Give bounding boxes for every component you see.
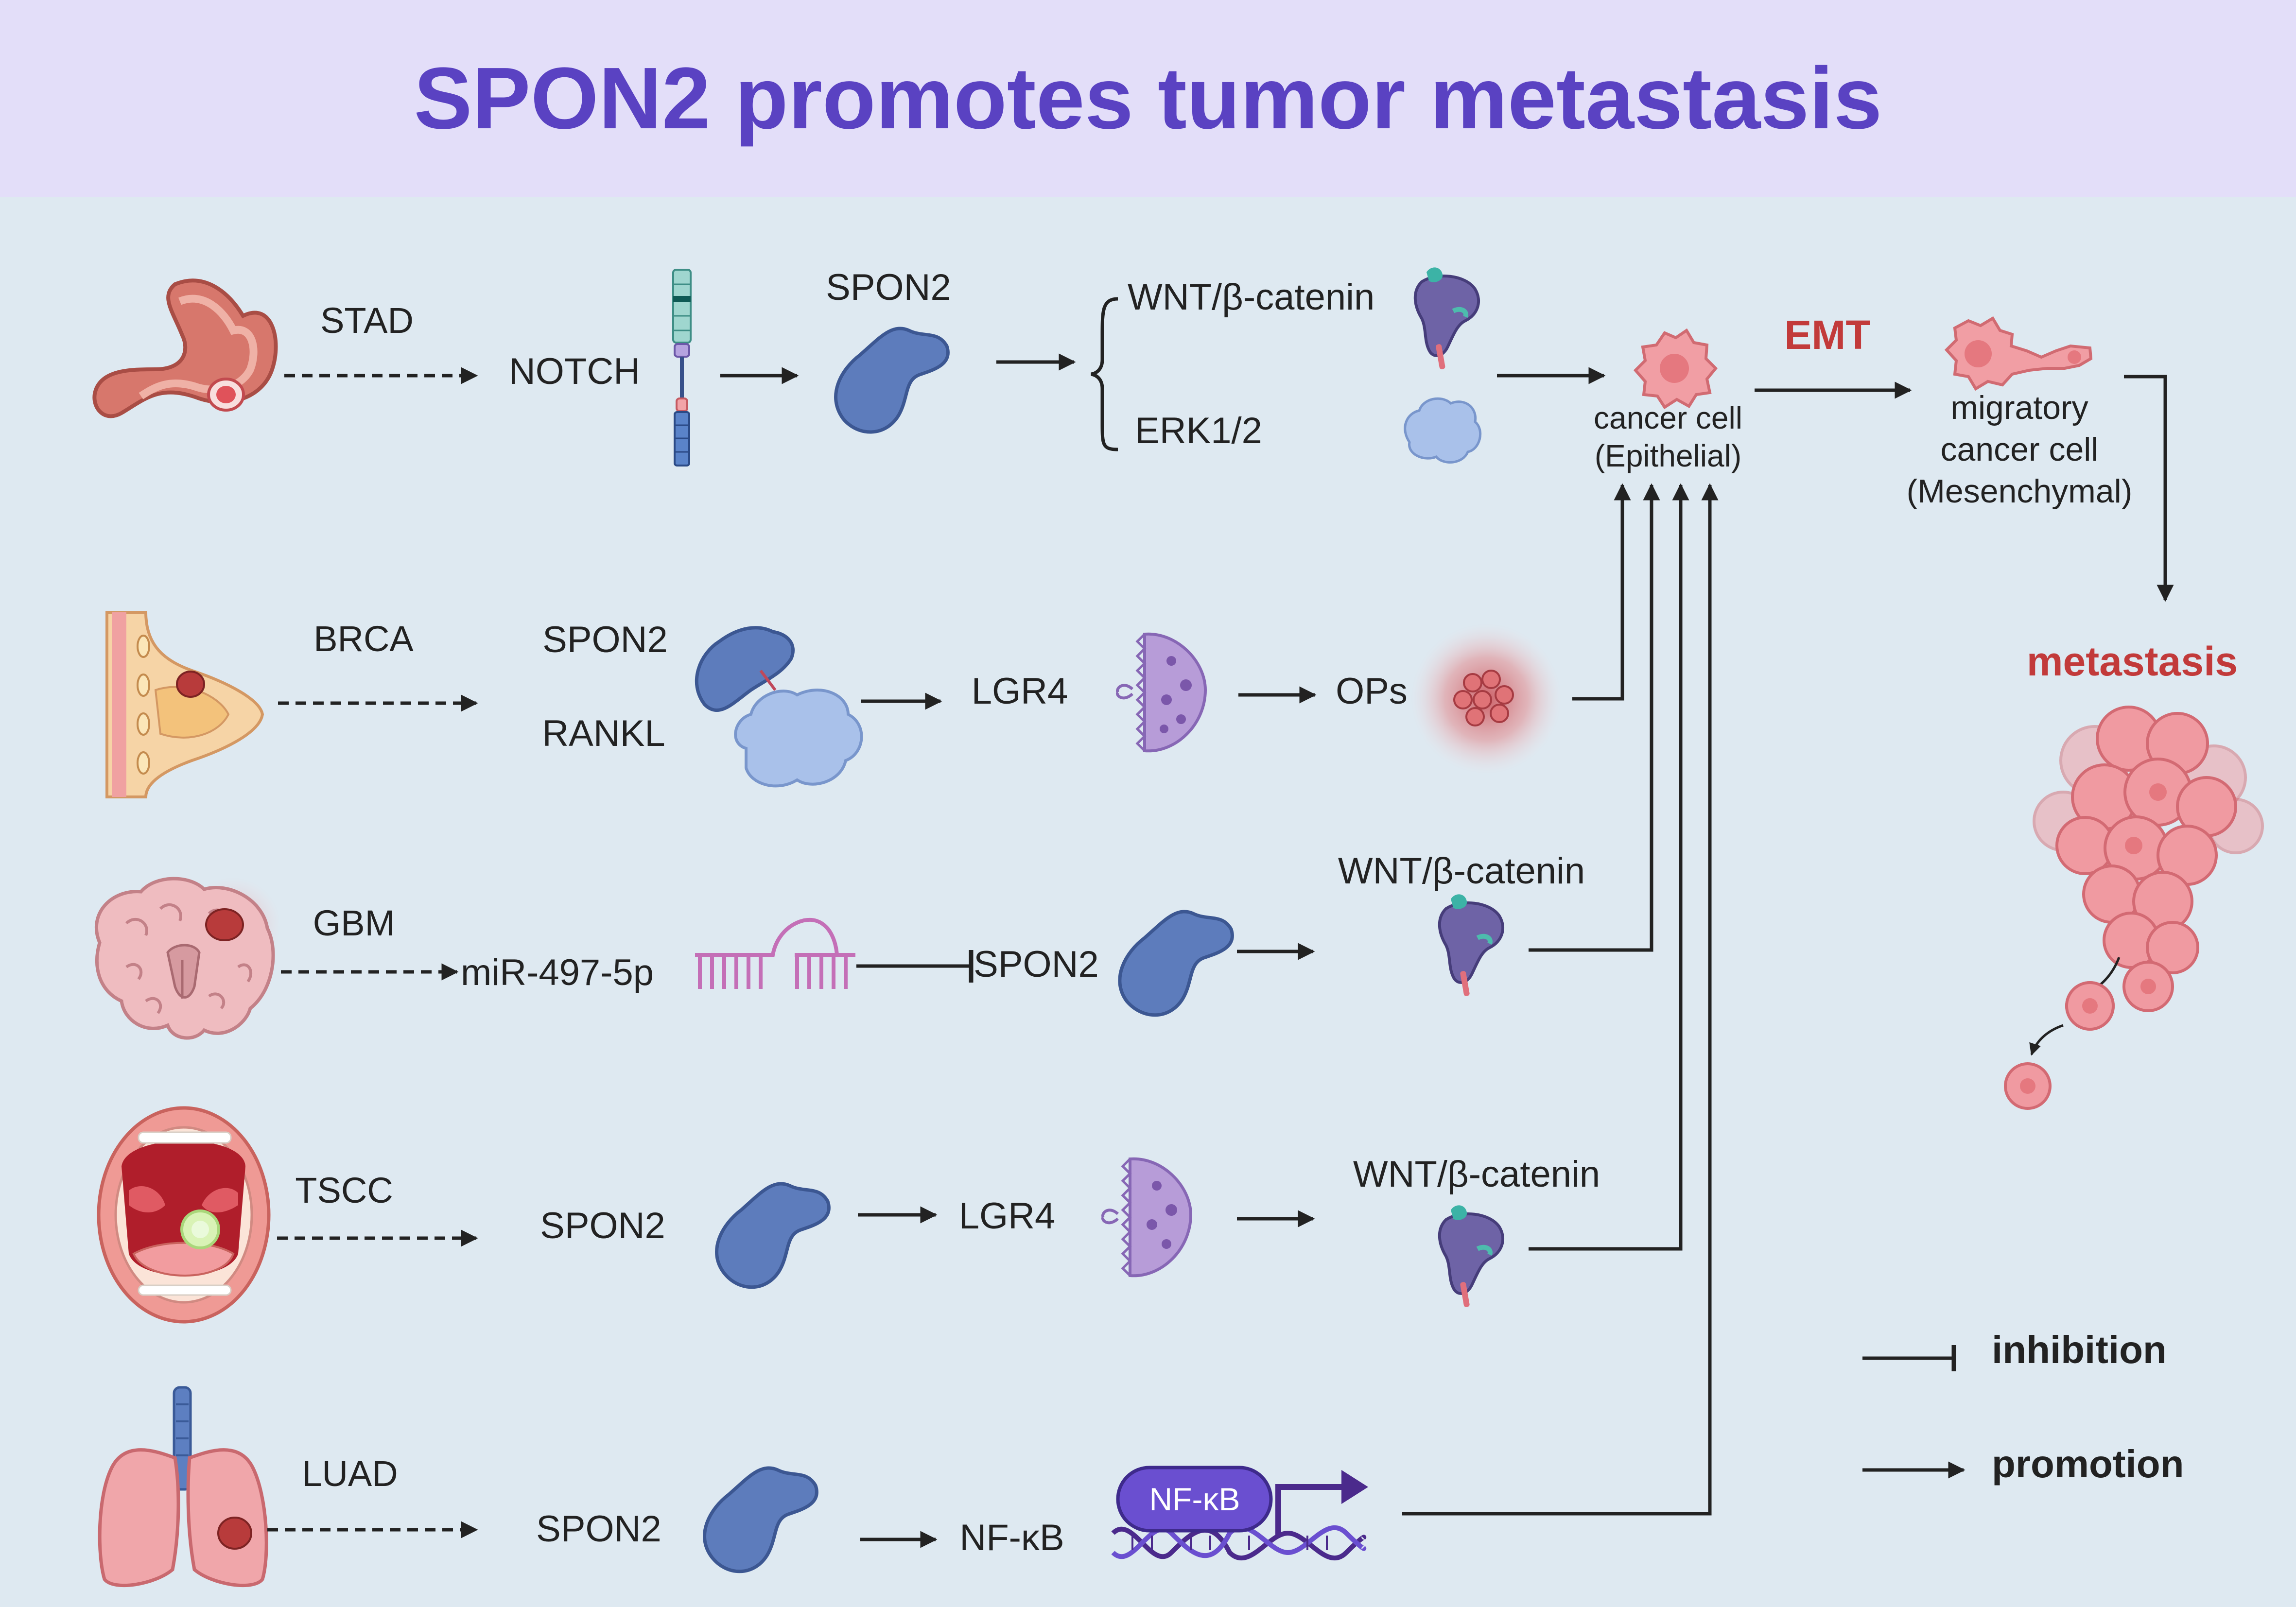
stad-wnt-label: WNT/β-catenin <box>1128 276 1374 318</box>
migratory-label-line3: (Mesenchymal) <box>1907 473 2133 510</box>
inhibition-legend-label: inhibition <box>1992 1328 2167 1371</box>
emt-label: EMT <box>1784 312 1870 358</box>
notch-receptor-icon <box>672 269 692 467</box>
diagram-title: SPON2 promotes tumor metastasis <box>414 50 1882 147</box>
luad-to-cancer-cell-arrow <box>1402 483 1719 1516</box>
stomach-icon <box>92 278 278 418</box>
gbm-spon2-protein <box>1118 910 1234 1017</box>
tscc-wnt-label: WNT/β-catenin <box>1353 1154 1600 1195</box>
brain-icon <box>95 877 275 1040</box>
breast-icon <box>105 611 264 798</box>
gbm-spon2-label: SPON2 <box>974 944 1099 985</box>
tscc-lgr4-label: LGR4 <box>959 1195 1056 1237</box>
luad-label: LUAD <box>302 1453 398 1494</box>
brca-to-cancer-cell-arrow <box>1572 483 1631 701</box>
title-band <box>0 0 2296 197</box>
tscc-to-cancer-cell-arrow <box>1529 483 1689 1251</box>
luad-nfkb-label: NF-κB <box>959 1517 1064 1558</box>
brca-label: BRCA <box>313 619 414 659</box>
brca-lgr4-label: LGR4 <box>972 671 1068 712</box>
tscc-spon2-label: SPON2 <box>540 1205 665 1246</box>
ops-cell-icon <box>1453 670 1514 726</box>
tscc-wnt-receptor-icon <box>1438 1205 1505 1307</box>
lung-icon <box>98 1386 268 1588</box>
gbm-wnt-receptor-icon <box>1438 894 1505 996</box>
detached-cancer-cell-1 <box>2065 981 2115 1031</box>
luad-spon2-protein <box>703 1466 818 1573</box>
migratory-label-line2: cancer cell <box>1940 431 2098 468</box>
mirna-label: miR-497-5p <box>461 952 654 993</box>
rankl-protein <box>734 689 863 788</box>
nfkb-box-label: NF-κB <box>1149 1481 1240 1517</box>
epithelial-label-line2: (Epithelial) <box>1595 438 1741 473</box>
metastasis-spread-arrow-2 <box>2029 1024 2064 1056</box>
luad-spon2-label: SPON2 <box>536 1508 661 1550</box>
stad-wnt-receptor-icon <box>1413 267 1480 369</box>
mirna-hairpin-icon <box>695 917 855 989</box>
tscc-spon2-protein <box>715 1182 831 1289</box>
stad-erk-label: ERK1/2 <box>1135 410 1262 451</box>
migratory-to-metastasis-arrow <box>2124 375 2174 602</box>
spon2-rankl-link <box>759 670 777 691</box>
brca-spon2-protein <box>695 626 795 712</box>
ops-label: OPs <box>1336 671 1408 712</box>
notch-label: NOTCH <box>509 351 640 392</box>
metastasis-label: metastasis <box>2027 639 2238 684</box>
erk-protein <box>1404 397 1482 464</box>
stad-spon2-label: SPON2 <box>826 267 951 308</box>
brca-lgr4-cell-icon <box>1116 632 1207 753</box>
gbm-label: GBM <box>313 903 395 943</box>
detached-cancer-cell-2 <box>2004 1062 2052 1110</box>
tscc-label: TSCC <box>295 1170 393 1210</box>
stad-label: STAD <box>320 300 414 341</box>
mouth-icon <box>97 1106 271 1324</box>
migratory-label-line1: migratory <box>1950 389 2088 426</box>
epithelial-label-line1: cancer cell <box>1594 400 1742 435</box>
stad-spon2-protein <box>834 327 950 434</box>
pathway-brace <box>1091 297 1118 451</box>
brca-spon2-label: SPON2 <box>542 619 668 660</box>
brca-rankl-label: RANKL <box>542 713 665 754</box>
migratory-cancer-cell-icon <box>1944 316 2093 391</box>
nfkb-dna-icon <box>1111 1466 1368 1561</box>
gbm-to-cancer-cell-arrow <box>1529 483 1660 952</box>
tscc-lgr4-cell-icon <box>1101 1157 1193 1278</box>
gbm-wnt-label: WNT/β-catenin <box>1338 850 1585 892</box>
metastasis-cluster-icon <box>2033 706 2264 1031</box>
promotion-legend-label: promotion <box>1992 1442 2184 1486</box>
